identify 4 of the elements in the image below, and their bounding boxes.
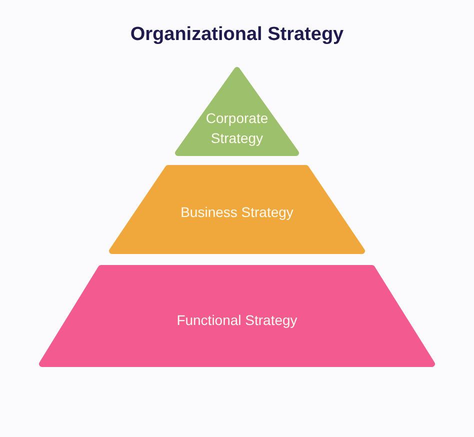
tier-label: Functional Strategy — [176, 311, 298, 330]
tier-label: Corporate Strategy — [204, 109, 270, 148]
tier-label: Business Strategy — [180, 203, 294, 222]
diagram-title: Organizational Strategy — [129, 23, 345, 47]
